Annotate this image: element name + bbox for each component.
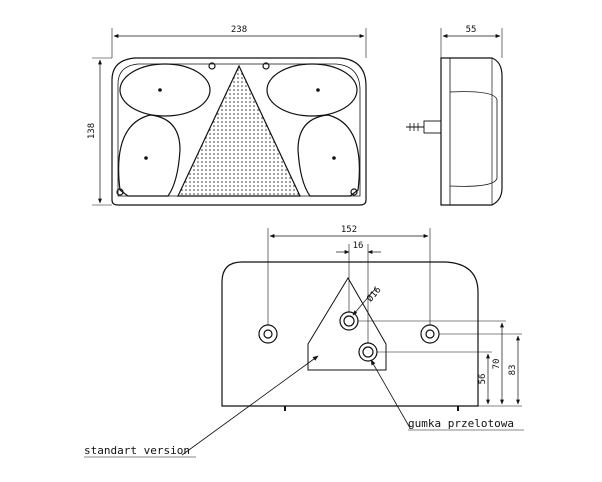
grommet-lower [358, 342, 378, 362]
cable-plate [307, 277, 387, 371]
dim-152-label: 152 [341, 225, 357, 235]
dim-83-label: 83 [508, 365, 518, 376]
screw-icon [350, 188, 358, 196]
lamp-housing-inner [117, 63, 361, 197]
upper-left-lens [119, 63, 211, 117]
lamp-housing-outline [111, 57, 367, 206]
front-view [92, 28, 367, 206]
mounting-hole-right [420, 324, 440, 344]
lower-right-lens [297, 114, 360, 197]
side-view [406, 28, 503, 206]
diameter-leader [352, 287, 377, 316]
rubber-grommet-label: gumka przelotowa [408, 417, 514, 430]
dim-depth-label: 55 [466, 25, 477, 35]
bulb-marker-icon [158, 88, 162, 92]
standard-version-label: standart version [84, 444, 190, 457]
dim-16-label: 16 [353, 241, 364, 251]
side-housing [440, 57, 503, 206]
mounting-hole-left [258, 324, 278, 344]
screw-icon [208, 62, 216, 70]
upper-right-lens [266, 63, 358, 117]
screw-icon [262, 62, 270, 70]
screw-icon [116, 188, 124, 196]
dim-diameter-label: Ø16 [365, 285, 384, 305]
dim-height-label: 138 [87, 123, 97, 139]
dim-56-label: 56 [478, 374, 488, 385]
rear-housing-outline [221, 261, 479, 407]
leader-standard-version [181, 355, 319, 456]
lower-left-lens [118, 114, 181, 197]
dim-70-label: 70 [492, 359, 502, 370]
bulb-marker-icon [316, 88, 320, 92]
leader-rubber-grommet [370, 359, 411, 429]
bulb-marker-icon [332, 156, 336, 160]
rear-view [84, 228, 524, 458]
reflector-triangle [177, 64, 301, 197]
bulb-marker-icon [144, 156, 148, 160]
grommet-upper [339, 311, 359, 331]
mounting-bolt [423, 120, 442, 134]
dim-width-label: 238 [231, 25, 247, 35]
